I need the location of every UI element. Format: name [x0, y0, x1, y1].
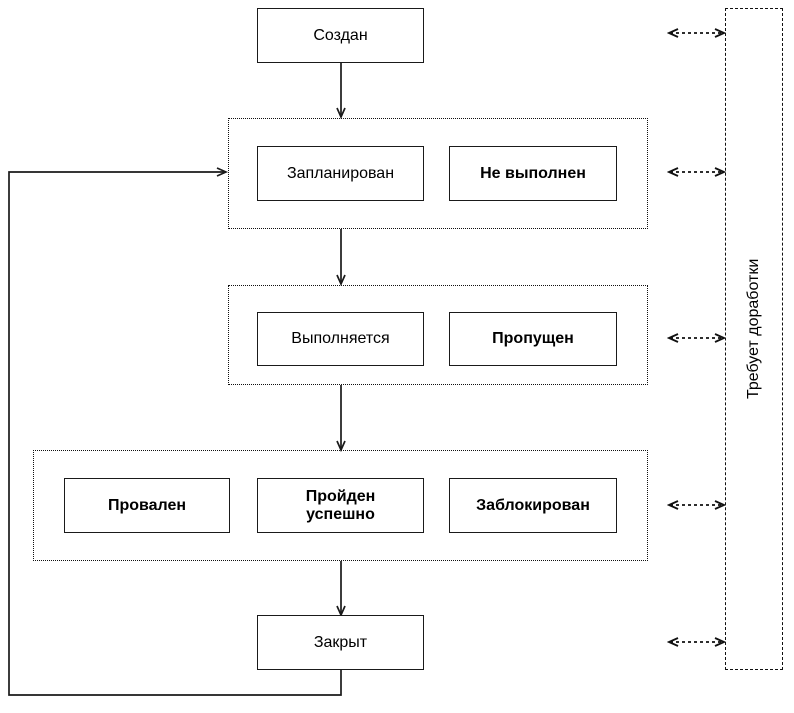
- node-in-progress[interactable]: Выполняется: [257, 312, 424, 366]
- rework-label: Требует доработки: [745, 258, 762, 399]
- group-inprogress-container: [228, 285, 648, 385]
- group-planned-container: [228, 118, 648, 229]
- node-not-executed-label: Не выполнен: [480, 164, 586, 182]
- node-created[interactable]: Создан: [257, 8, 424, 63]
- node-passed-label-line2: успешно: [306, 505, 375, 523]
- node-not-executed[interactable]: Не выполнен: [449, 146, 617, 201]
- node-planned-label: Запланирован: [286, 164, 395, 182]
- node-blocked[interactable]: Заблокирован: [449, 478, 617, 533]
- node-created-label: Создан: [313, 26, 368, 44]
- node-passed[interactable]: Пройден успешно: [257, 478, 424, 533]
- node-passed-label-line1: Пройден: [305, 487, 376, 505]
- node-failed[interactable]: Провален: [64, 478, 230, 533]
- node-blocked-label: Заблокирован: [476, 496, 590, 514]
- node-failed-label: Провален: [107, 496, 187, 514]
- feedback-loop-closed-to-planned: [8, 172, 342, 696]
- node-skipped[interactable]: Пропущен: [449, 312, 617, 366]
- node-in-progress-label: Выполняется: [291, 330, 390, 348]
- node-closed[interactable]: Закрыт: [257, 615, 424, 670]
- node-closed-label: Закрыт: [313, 633, 368, 651]
- node-skipped-label: Пропущен: [492, 330, 574, 348]
- node-planned[interactable]: Запланирован: [257, 146, 424, 201]
